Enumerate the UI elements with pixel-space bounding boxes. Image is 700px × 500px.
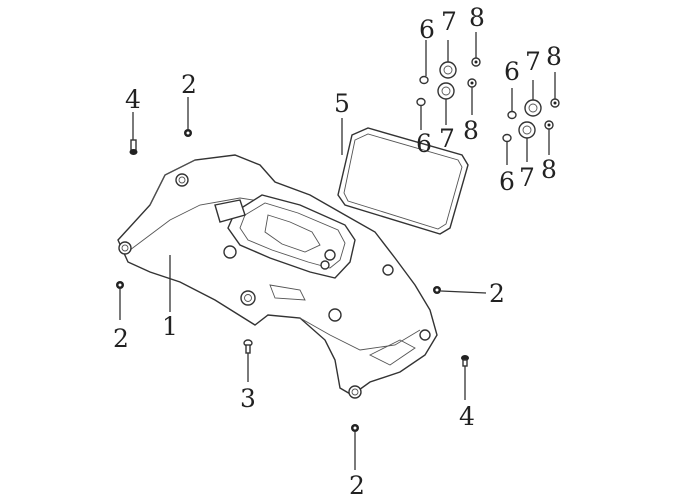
screw-4-bottom-icon [461,355,469,367]
callout-6-d: 6 [499,167,515,196]
callout-4-bottom: 4 [459,402,475,431]
instrument-panel-cover [117,154,438,399]
callout-4-top: 4 [125,85,141,114]
callout-6-a: 6 [419,15,435,44]
callout-2-top: 2 [181,70,197,99]
callout-7-a: 7 [441,7,457,36]
callout-7-c: 7 [525,47,541,76]
callout-5: 5 [334,89,350,118]
callout-7-d: 7 [519,163,535,192]
display-lens [337,127,469,235]
callout-2-left: 2 [113,324,129,353]
nut-2-bottom-icon [351,424,359,432]
screw-3-icon [243,339,253,354]
callout-8-b: 8 [463,116,479,145]
callout-8-a: 8 [469,3,485,32]
nut-2-left-icon [116,281,124,289]
callout-2-bottom: 2 [349,471,365,500]
screw-4-top-icon [129,139,138,155]
nut-2-right-icon [433,286,441,294]
callout-2-right: 2 [489,279,505,308]
callout-6-c: 6 [504,57,520,86]
callout-3: 3 [240,384,256,413]
callout-1: 1 [162,312,178,341]
bolt-8-icons [467,57,560,130]
callout-8-d: 8 [541,155,557,184]
callout-6-b: 6 [416,129,432,158]
nut-2-top-icon [184,129,192,137]
leader-lines [119,32,556,470]
callout-7-b: 7 [439,124,455,153]
washer-6-icons [416,75,517,143]
callout-8-c: 8 [546,42,562,71]
